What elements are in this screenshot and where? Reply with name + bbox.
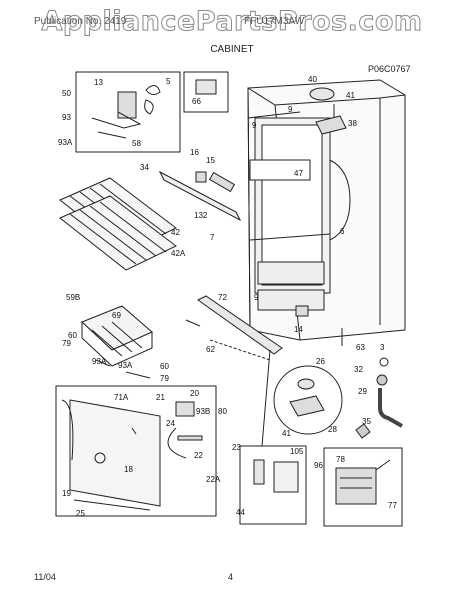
callout: 6 [340,227,345,236]
control-panel-inset [55,385,217,517]
callout: 14 [294,325,303,334]
callout: 96 [314,461,323,470]
fan-motor-inset [75,71,181,153]
callout: 29 [358,387,367,396]
callout: 24 [166,419,175,428]
callout: 38 [348,119,357,128]
callout: 34 [140,163,149,172]
callout: 42 [171,228,180,237]
callout: 79 [160,374,169,383]
callout: 60 [160,362,169,371]
callout: 77 [388,501,397,510]
callout: 25 [76,509,85,518]
callout: 60 [68,331,77,340]
callout-labels: 40 41 38 9 9 13 5 50 93 93A 58 66 34 16 … [58,75,397,518]
wire-shelf-42a [59,195,177,271]
callout: 93A [118,361,133,370]
rail-34 [158,170,242,222]
hinge-parts [309,87,347,135]
callout: 59B [66,293,80,302]
callout: 93B [196,407,210,416]
callout: 62 [206,345,215,354]
callout: 50 [62,89,71,98]
callout: 41 [346,91,355,100]
callout: 41 [282,429,291,438]
callout: 22A [206,475,221,484]
page-title: CABINET [210,44,254,55]
bulb-inset [323,447,403,527]
callout: 19 [62,489,71,498]
callout: 78 [336,455,345,464]
callout: 93A [58,138,73,147]
callout: 66 [192,97,201,106]
callout: 72 [218,293,227,302]
callout: 40 [308,75,317,84]
callout: 93A [92,357,107,366]
part-66-inset [183,71,229,113]
watermark: AppliancePartsPros.com [41,6,423,38]
model-number: FFU17M3AW [244,16,305,27]
callout: 21 [156,393,165,402]
callout: 71A [114,393,129,402]
callout: 9 [252,121,257,130]
callout: 9 [254,293,259,302]
callout: 13 [94,78,103,87]
callout: 42A [171,249,186,258]
callout: 22 [194,451,203,460]
callout: 23 [232,443,241,452]
hinge-detail-circle [273,365,343,435]
callout: 15 [206,156,215,165]
callout: 69 [112,311,121,320]
callout: 20 [190,389,199,398]
callout: 80 [218,407,227,416]
callout: 18 [124,465,133,474]
basket-69 [81,305,153,367]
callout: 28 [328,425,337,434]
callout: 5 [166,77,171,86]
callout: 3 [380,343,385,352]
callout: 7 [210,233,215,242]
callout: 32 [354,365,363,374]
callout: 44 [236,508,245,517]
footer-date: 11/04 [34,572,56,582]
cabinet-shell [247,79,406,341]
callout: 9 [288,105,293,114]
callout: 35 [362,417,371,426]
lower-right-parts [295,305,403,439]
callout: 105 [290,447,304,456]
callout: 132 [194,211,208,220]
callout: 47 [294,169,303,178]
diagram-reference: P06C0767 [368,64,411,74]
page-number: 4 [228,572,234,582]
publication-number: Publication No. 2419 [34,16,127,27]
callout: 26 [316,357,325,366]
light-assembly-inset [239,349,307,525]
callout: 79 [62,339,71,348]
callout: 93 [62,113,71,122]
callout: 16 [190,148,199,157]
callout: 63 [356,343,365,352]
callout: 58 [132,139,141,148]
kickplate-72 [185,295,283,361]
